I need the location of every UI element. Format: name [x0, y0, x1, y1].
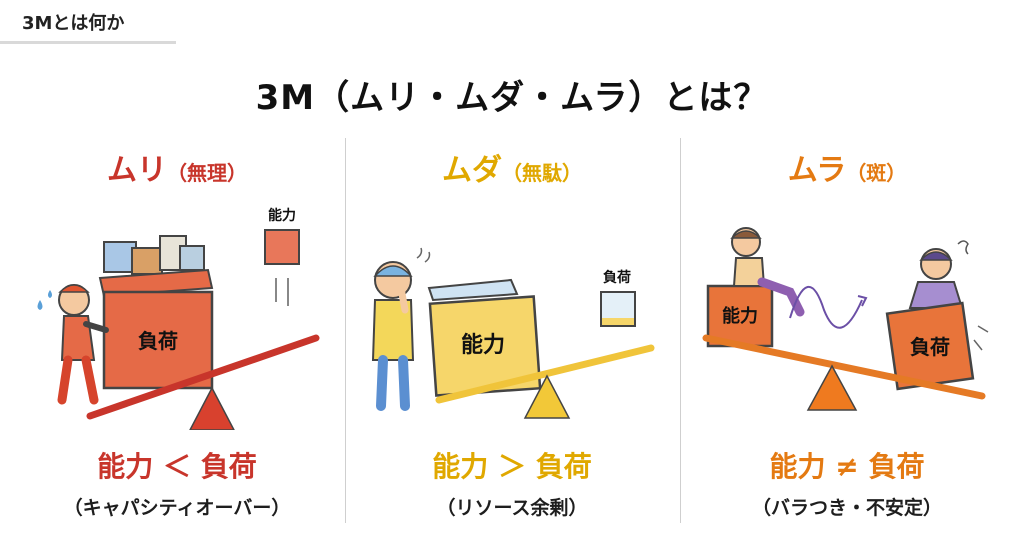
muri-capacity-box — [264, 229, 300, 265]
muda-caption: （リソース余剰） — [436, 497, 588, 519]
box-lid-icon — [427, 278, 519, 302]
muda-box-label: 能力 — [461, 332, 505, 358]
stacked-item-icon — [103, 241, 137, 273]
muri-title-kana: ムリ — [107, 153, 167, 188]
person-hair-icon — [919, 251, 953, 261]
muda-seesaw-beam — [435, 344, 655, 404]
muri-load-box — [102, 290, 214, 390]
muri-title: ムリ（無理） — [12, 145, 342, 189]
muri-small-label: 能力 — [268, 207, 296, 224]
mura-right-box-label: 負荷 — [910, 335, 950, 359]
muda-load-fill — [602, 318, 634, 325]
muda-small-label: 負荷 — [603, 269, 631, 286]
yawn-mark-icon — [416, 247, 431, 263]
column-divider-1 — [345, 138, 346, 523]
person-legs-icon — [757, 277, 805, 317]
mura-fulcrum-icon — [806, 364, 858, 411]
mura-title-kanji: （斑） — [846, 161, 907, 185]
mura-title-kana: ムラ — [787, 153, 847, 188]
muda-title-kanji: （無駄） — [502, 161, 582, 185]
muda-title-kana: ムダ — [442, 153, 502, 188]
mura-caption: （バラつき・不安定） — [751, 497, 942, 519]
mura-title: ムラ（斑） — [682, 145, 1012, 189]
person-arm-icon — [397, 284, 409, 314]
muri-illustration: 負荷 能力 — [37, 207, 320, 430]
mura-left-box-label: 能力 — [722, 305, 758, 327]
mura-left-box — [706, 284, 774, 348]
arrow-head-icon — [857, 295, 868, 307]
section-tag: 3Mとは何か — [0, 0, 176, 44]
muri-caption: （キャパシティオーバー） — [63, 497, 291, 519]
column-divider-2 — [680, 138, 681, 523]
person-arm-icon — [83, 321, 109, 333]
person-cap-icon — [58, 284, 90, 293]
muri-box-label: 負荷 — [138, 329, 178, 353]
person-legs-icon — [57, 355, 99, 405]
stacked-item-icon — [179, 245, 205, 271]
person-body-icon — [371, 299, 415, 361]
muri-seesaw-beam — [86, 334, 320, 420]
wavy-arrow-icon — [789, 286, 863, 329]
muri-column: ムリ（無理） 負荷 能力 能力 ＜ 負荷 （キャパシティオーバー） — [12, 140, 342, 550]
muda-illustration: 能力 負荷 — [371, 247, 655, 419]
dizzy-mark-icon — [957, 240, 969, 255]
mura-formula: 能力 ≠ 負荷 — [769, 450, 925, 483]
person-legs-icon — [376, 355, 410, 411]
motion-line-icon — [973, 325, 989, 351]
mura-illustration: 能力 負荷 — [702, 227, 989, 411]
muda-formula: 能力 ＞ 負荷 — [432, 450, 592, 483]
muri-fulcrum-icon — [189, 386, 235, 430]
stacked-item-icon — [131, 247, 163, 275]
muda-capacity-box — [428, 295, 542, 397]
box-flap-icon — [98, 268, 214, 298]
muda-title: ムダ（無駄） — [347, 145, 677, 189]
sweat-drops-icon — [37, 290, 52, 310]
mura-column: ムラ（斑） 能力 負荷 能力 ≠ 負荷 （バラつき・不安定） — [682, 140, 1012, 550]
muri-formula: 能力 ＜ 負荷 — [97, 450, 257, 483]
person-hair-icon — [373, 265, 413, 277]
muda-fulcrum-icon — [523, 374, 571, 419]
person-hair-icon — [730, 230, 762, 239]
main-title: 3M（ムリ・ムダ・ムラ）とは？ — [255, 78, 769, 118]
muda-column: ムダ（無駄） 能力 負荷 能力 ＞ 負荷 （リソース余剰） — [347, 140, 677, 550]
muri-title-kanji: （無理） — [167, 161, 247, 185]
mura-seesaw-beam — [702, 334, 986, 400]
